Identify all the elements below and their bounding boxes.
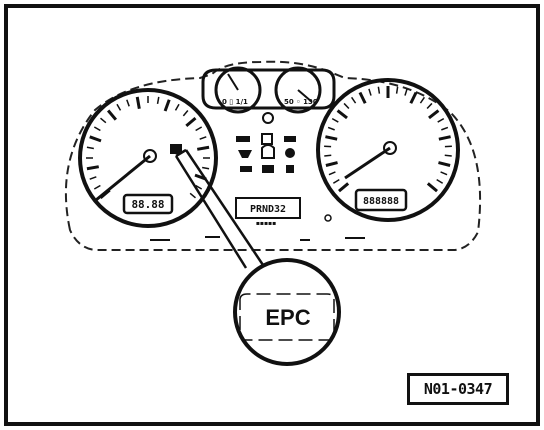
gauge-tick xyxy=(325,161,338,167)
lamp-icon xyxy=(284,136,296,142)
gauge-tick xyxy=(409,91,418,104)
gauge-tick xyxy=(440,171,448,176)
gauge-tick xyxy=(343,102,350,110)
tachometer-readout: 88.88 xyxy=(131,198,164,211)
gear-display xyxy=(235,197,301,219)
display-sublabel: ▪▪▪▪▪ xyxy=(256,220,276,227)
tachometer-needle xyxy=(95,154,151,202)
gauge-tick xyxy=(106,109,118,121)
speedometer-needle xyxy=(344,146,391,180)
gauge-tick xyxy=(195,184,203,190)
gauge-tick xyxy=(325,135,338,141)
warning-lamp-icon xyxy=(262,112,274,124)
figure-frame xyxy=(4,4,540,426)
gauge-tick xyxy=(116,103,122,111)
gauge-tick xyxy=(185,116,197,128)
gauge-tick xyxy=(338,182,350,193)
gauge-tick xyxy=(163,99,171,112)
lamp-icon xyxy=(236,136,250,142)
gauge-tick xyxy=(100,117,107,124)
epc-callout: EPC xyxy=(233,258,341,366)
oil-lamp-icon xyxy=(238,150,252,158)
warning-lamp-panel: PRND32 ▪▪▪▪▪ xyxy=(235,112,301,227)
top-gauge-pod: 0 ▯ 1/1 50 ◦ 130 xyxy=(201,66,336,114)
gauge-tick xyxy=(86,146,94,150)
gauge-tick xyxy=(199,136,207,140)
gauge-tick xyxy=(436,179,444,184)
lamp-icon xyxy=(240,166,252,172)
odometer-readout: 888888 xyxy=(363,196,399,207)
lamp-icon xyxy=(286,165,294,173)
epc-lamp-icon xyxy=(170,144,182,154)
fuel-gauge xyxy=(214,66,262,114)
gauge-tick xyxy=(336,109,348,120)
gauge-tick xyxy=(126,99,130,107)
temperature-gauge xyxy=(274,66,322,114)
gauge-tick xyxy=(419,96,426,104)
gauge-tick xyxy=(377,86,381,94)
lamp-icon xyxy=(285,148,295,158)
tachometer-display xyxy=(122,193,174,215)
gauge-tick xyxy=(93,126,101,132)
gauge-tick xyxy=(89,176,97,180)
gauge-tick xyxy=(426,102,433,110)
gauge-tick xyxy=(202,166,210,170)
lamp-icon xyxy=(261,133,273,145)
gauge-tick xyxy=(368,88,372,96)
gauge-tick xyxy=(93,184,101,190)
gauge-tick xyxy=(395,86,399,94)
reference-number-box: N01-0347 xyxy=(407,373,509,405)
gauge-tick xyxy=(86,165,100,171)
gauge-tick xyxy=(135,96,141,110)
gauge-tick xyxy=(331,117,339,123)
gauge-tick xyxy=(358,91,367,104)
gauge-tick xyxy=(324,154,332,157)
gauge-tick xyxy=(437,117,445,123)
gauge-tick xyxy=(426,182,438,193)
gauge-tick xyxy=(438,161,451,167)
tachometer-gauge: 88.88 xyxy=(78,88,218,228)
callout-leader xyxy=(170,144,265,269)
speedometer-gauge: 888888 xyxy=(316,78,460,222)
gauge-tick xyxy=(404,88,408,96)
gauge-tick xyxy=(195,126,203,132)
gauge-tick xyxy=(182,110,189,117)
gauge-tick xyxy=(350,96,357,104)
gauge-tick xyxy=(327,126,335,131)
gauge-tick xyxy=(438,135,451,141)
lamp-icon xyxy=(262,165,274,173)
gauge-tick xyxy=(196,145,210,151)
gauge-tick xyxy=(89,135,102,143)
epc-label: EPC xyxy=(265,305,310,330)
gear-indicator-text: PRND32 xyxy=(250,204,286,215)
gauge-tick xyxy=(328,171,336,176)
svg-text:50 ◦ 130: 50 ◦ 130 xyxy=(284,98,318,106)
svg-text:0 ▯ 1/1: 0 ▯ 1/1 xyxy=(222,98,248,106)
gauge-tick xyxy=(441,126,449,131)
gauge-tick xyxy=(174,103,180,111)
lamp-icon xyxy=(261,144,275,159)
reference-number: N01-0347 xyxy=(423,380,493,398)
gauge-tick xyxy=(332,179,340,184)
gauge-tick xyxy=(444,154,452,157)
gauge-tick xyxy=(156,96,160,104)
odometer-display xyxy=(354,188,408,212)
gauge-tick xyxy=(428,109,440,120)
gauge-tick xyxy=(189,192,196,199)
